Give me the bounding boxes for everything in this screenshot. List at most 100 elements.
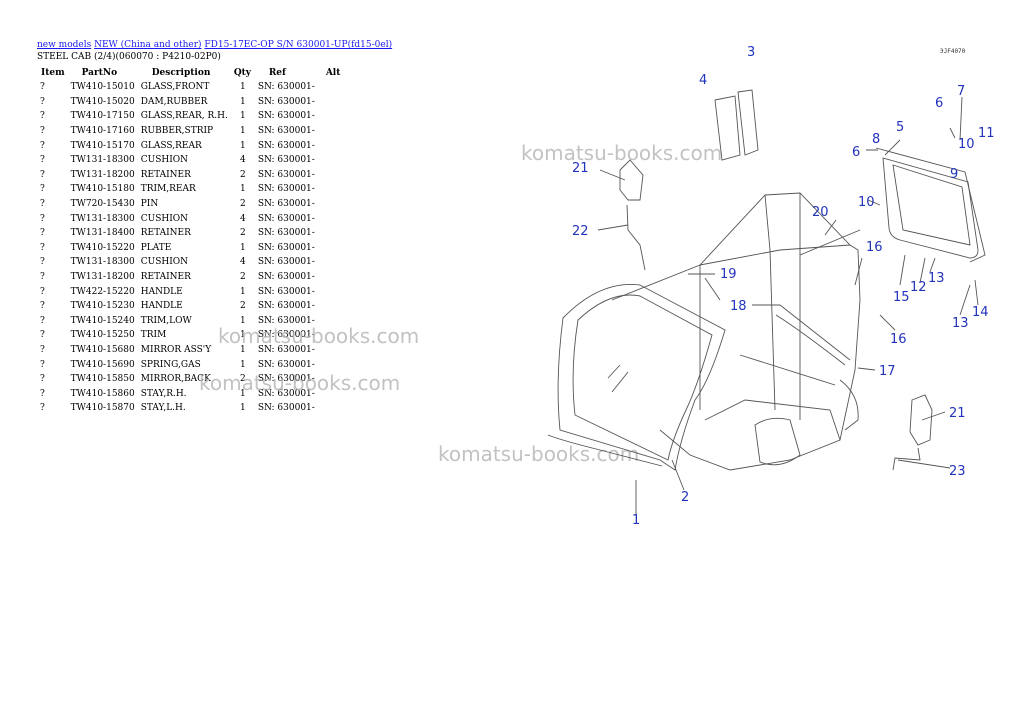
row-item: ? <box>40 272 45 283</box>
row-ref: SN: 630001- <box>257 330 315 341</box>
row-item: ? <box>40 228 45 239</box>
row-description: CUSHION <box>140 155 189 166</box>
row-item: ? <box>40 286 45 297</box>
row-partno: TW410-15250 <box>70 330 135 341</box>
row-item: ? <box>40 374 45 385</box>
row-description: STAY,R.H. <box>140 388 187 399</box>
header-item: Item <box>41 68 65 78</box>
breadcrumb-link-model[interactable]: FD15-17EC-OP S/N 630001-UP(fd15-0el) <box>204 40 393 50</box>
row-ref: SN: 630001- <box>257 184 315 195</box>
callout-label: 16 <box>866 240 883 255</box>
row-description: GLASS,REAR <box>140 140 202 151</box>
row-qty: 2 <box>239 228 246 239</box>
row-item: ? <box>40 315 45 326</box>
callout-label: 16 <box>890 332 907 347</box>
row-ref: SN: 630001- <box>257 272 315 283</box>
row-item: ? <box>40 155 45 166</box>
row-ref: SN: 630001- <box>257 344 315 355</box>
row-ref: SN: 630001- <box>257 257 315 268</box>
row-partno: TW131-18300 <box>70 155 135 166</box>
row-partno: TW720-15430 <box>70 199 135 210</box>
row-item: ? <box>40 126 45 137</box>
callout-label: 17 <box>879 364 896 379</box>
parts-table: Item PartNo Description Qty Ref Alt ?TW4… <box>37 66 343 416</box>
callout-label: 9 <box>950 167 958 182</box>
row-description: MIRROR ASS'Y <box>140 344 212 355</box>
row-ref: SN: 630001- <box>257 242 315 253</box>
row-description: STAY,L.H. <box>140 403 186 414</box>
row-qty: 1 <box>239 359 246 370</box>
row-description: SPRING,GAS <box>140 359 201 370</box>
row-ref: SN: 630001- <box>257 169 315 180</box>
breadcrumb-link-new-models[interactable]: new models <box>37 40 92 50</box>
row-description: MIRROR,BACK <box>140 374 211 385</box>
callout-label: 12 <box>910 280 927 295</box>
row-qty: 1 <box>239 111 246 122</box>
row-description: CUSHION <box>140 213 189 224</box>
exploded-parts-diagram: ЭJF4070 1 2 3 4 5 6 6 7 8 9 10 10 11 12 … <box>547 45 995 528</box>
row-ref: SN: 630001- <box>257 388 315 399</box>
callout-label: 5 <box>896 120 904 135</box>
row-qty: 4 <box>239 155 246 166</box>
breadcrumb-link-region[interactable]: NEW (China and other) <box>94 40 202 50</box>
row-ref: SN: 630001- <box>257 301 315 312</box>
row-qty: 2 <box>239 199 246 210</box>
row-ref: SN: 630001- <box>257 111 315 122</box>
row-item: ? <box>40 213 45 224</box>
row-qty: 1 <box>239 330 246 341</box>
row-item: ? <box>40 257 45 268</box>
row-partno: TW410-15020 <box>70 96 135 107</box>
row-ref: SN: 630001- <box>257 286 315 297</box>
row-qty: 1 <box>239 403 246 414</box>
header-alt: Alt <box>325 68 341 78</box>
row-partno: TW410-15230 <box>70 301 135 312</box>
callout-label: 21 <box>949 406 966 421</box>
row-description: TRIM,LOW <box>140 315 192 326</box>
callout-label: 11 <box>978 126 995 141</box>
row-description: RUBBER,STRIP <box>140 126 214 137</box>
row-qty: 1 <box>239 286 246 297</box>
row-description: HANDLE <box>140 286 183 297</box>
callout-label: 10 <box>858 195 875 210</box>
row-qty: 1 <box>239 242 246 253</box>
callout-label: 20 <box>812 205 829 220</box>
row-item: ? <box>40 184 45 195</box>
row-ref: SN: 630001- <box>257 82 315 93</box>
row-ref: SN: 630001- <box>257 213 315 224</box>
row-item: ? <box>40 199 45 210</box>
row-partno: TW410-15850 <box>70 374 135 385</box>
page-subtitle: STEEL CAB (2/4)(060070 : P4210-02P0) <box>37 52 221 62</box>
row-partno: TW410-15860 <box>70 388 135 399</box>
callout-label: 10 <box>958 137 975 152</box>
header-qty: Qty <box>233 68 252 78</box>
row-description: GLASS,REAR, R.H. <box>140 111 228 122</box>
parts-table-header: Item PartNo Description Qty Ref Alt <box>37 66 343 80</box>
row-item: ? <box>40 169 45 180</box>
row-partno: TW410-15220 <box>70 242 135 253</box>
diagram-code: ЭJF4070 <box>940 48 966 55</box>
row-item: ? <box>40 301 45 312</box>
callout-label: 8 <box>872 132 880 147</box>
row-partno: TW131-18200 <box>70 272 135 283</box>
row-description: DAM,RUBBER <box>140 96 208 107</box>
row-description: GLASS,FRONT <box>140 82 210 93</box>
header-partno: PartNo <box>81 68 118 78</box>
row-ref: SN: 630001- <box>257 140 315 151</box>
row-partno: TW410-15180 <box>70 184 135 195</box>
row-item: ? <box>40 403 45 414</box>
row-item: ? <box>40 344 45 355</box>
callout-label: 13 <box>928 271 945 286</box>
row-partno: TW410-15680 <box>70 344 135 355</box>
row-description: RETAINER <box>140 272 191 283</box>
